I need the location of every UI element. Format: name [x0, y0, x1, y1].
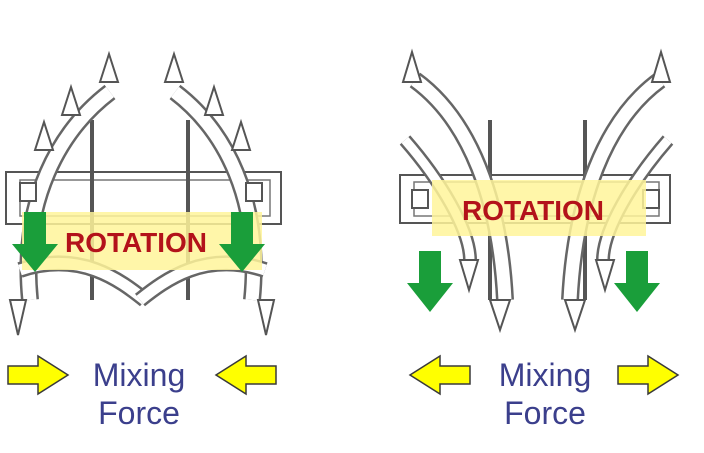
- right-rotation-label: ROTATION: [462, 195, 604, 226]
- right-mixing-label-line1: Mixing: [499, 357, 591, 393]
- left-down-arrow-2: [219, 212, 265, 272]
- left-rotation-label: ROTATION: [65, 227, 207, 258]
- left-mixing-arrow-left: [214, 354, 277, 396]
- right-rotation-highlight: [432, 180, 646, 236]
- right-mixing-arrow-right: [617, 354, 680, 396]
- left-mixing-label-line1: Mixing: [93, 357, 185, 393]
- left-mixing-arrow-right: [7, 354, 70, 396]
- left-down-arrow-1: [12, 212, 58, 272]
- right-down-arrow-1: [407, 251, 453, 312]
- right-mixing-arrow-left: [408, 354, 471, 396]
- left-mixing-label-line2: Force: [98, 395, 180, 431]
- left-machine-illustration: [5, 53, 282, 336]
- right-down-arrow-2: [614, 251, 660, 312]
- right-mixing-label-line2: Force: [504, 395, 586, 431]
- left-rotation-highlight: [22, 212, 262, 270]
